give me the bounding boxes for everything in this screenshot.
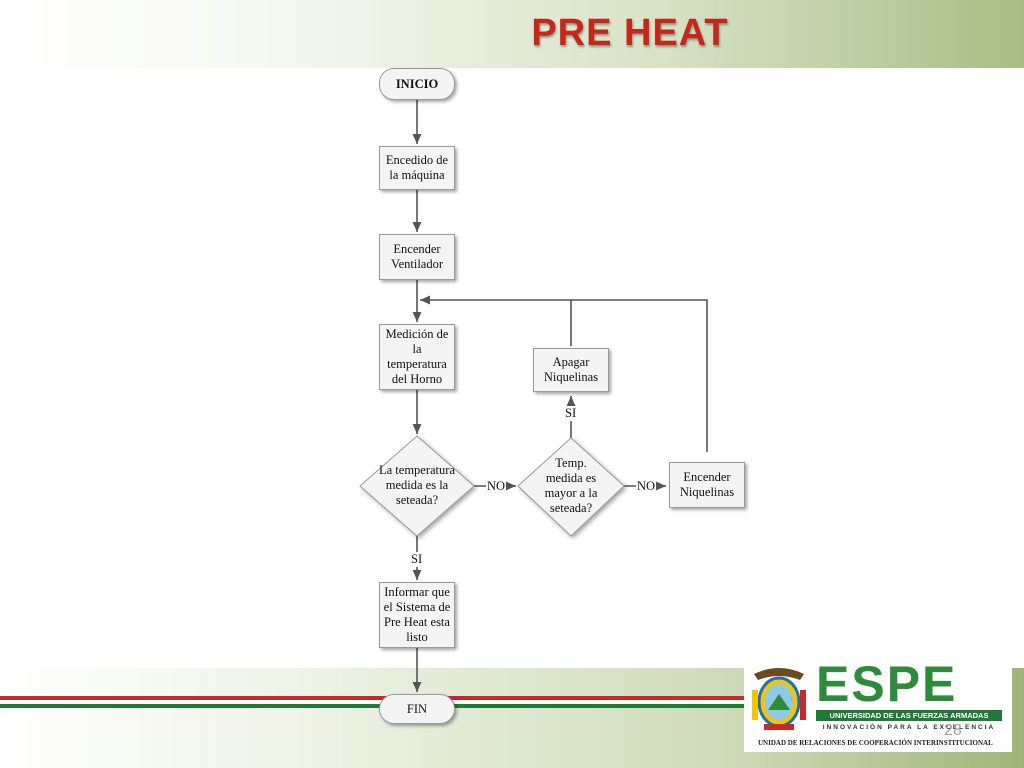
logo-motto: INNOVACIÓN PARA LA EXCELENCIA (822, 724, 996, 731)
stripe-white (0, 700, 748, 704)
label-no-2: NO (636, 479, 657, 494)
label-no-1: NO (486, 479, 507, 494)
page-number: 28 (944, 722, 962, 739)
decorative-stripes (0, 696, 748, 710)
espe-wordmark: ESPE (816, 656, 958, 712)
crest-icon (752, 668, 806, 730)
decision2-diamond (517, 437, 625, 537)
logo-university-name: UNIVERSIDAD DE LAS FUERZAS ARMADAS (816, 710, 1002, 721)
apagar-niquelinas-process: Apagar Niquelinas (533, 348, 609, 392)
medicion-process: Medición de la temperatura del Horno (379, 324, 455, 390)
espe-logo: ESPE UNIVERSIDAD DE LAS FUERZAS ARMADAS … (744, 656, 1012, 752)
decision1-diamond (359, 435, 475, 537)
decision2-label: Temp. medida es mayor a la seteada? (544, 456, 598, 515)
inicio-terminal: INICIO (379, 68, 455, 100)
label-si-informar: SI (410, 552, 424, 567)
ventilador-process: Encender Ventilador (379, 234, 455, 280)
edge-encender-loop (420, 295, 708, 452)
fin-terminal: FIN (379, 694, 455, 724)
encendido-process: Encedido de la máquina (379, 146, 455, 190)
decision1-label: La temperatura medida es la seteada? (379, 463, 455, 507)
encender-niquelinas-process: Encender Niquelinas (669, 462, 745, 508)
title-bar (0, 0, 1024, 68)
stripe-red (0, 696, 748, 700)
slide-title: PRE HEAT (531, 12, 729, 54)
logo-unit-name: UNIDAD DE RELACIONES DE COOPERACIÓN INTE… (758, 739, 993, 747)
stripe-green (0, 704, 748, 708)
label-si-apagar: SI (564, 406, 578, 421)
informar-process: Informar que el Sistema de Pre Heat esta… (379, 582, 455, 648)
